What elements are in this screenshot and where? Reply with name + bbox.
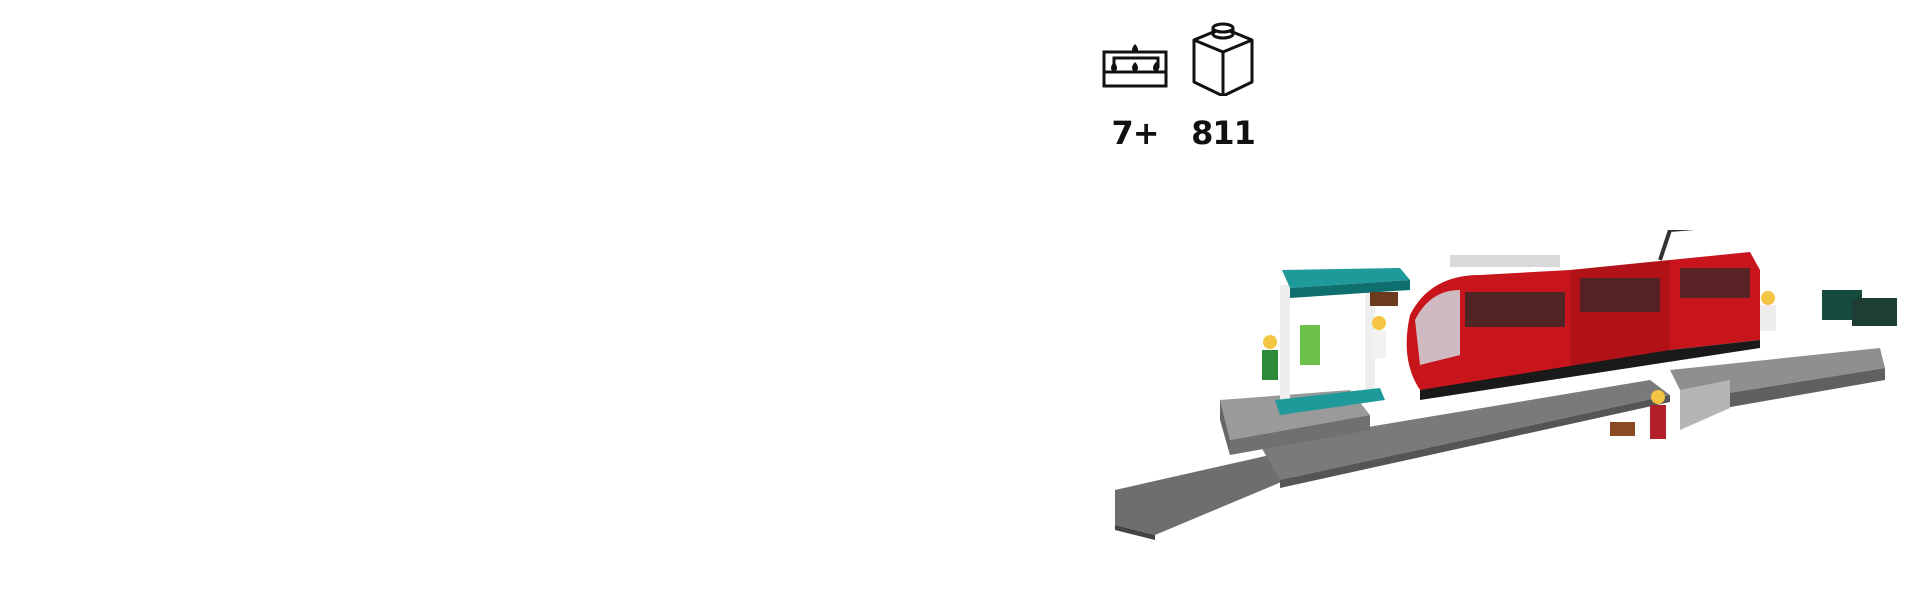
cake-icon (1102, 44, 1168, 88)
age-spec: 7+ (1097, 20, 1173, 152)
ramp (1115, 455, 1310, 535)
age-value: 7+ (1111, 114, 1159, 152)
minifigures (1262, 291, 1776, 439)
pieces-spec: 811 (1185, 20, 1261, 152)
shelter (1275, 268, 1410, 415)
pieces-value: 811 (1191, 114, 1256, 152)
tram-station-set-image (1115, 230, 1897, 540)
brick-icon (1192, 22, 1254, 96)
track (1260, 380, 1670, 480)
tram (1406, 230, 1760, 400)
